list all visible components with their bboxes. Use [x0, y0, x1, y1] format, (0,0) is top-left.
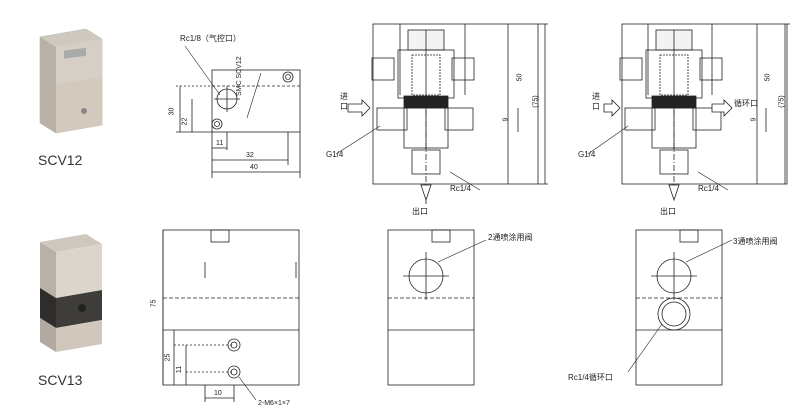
dim-11: 11	[216, 140, 224, 147]
rc14-circ-label: Rc1/4循环口	[568, 373, 613, 382]
g14-label-2way: G1/4	[326, 150, 344, 159]
circ-port-label: 循环口	[734, 99, 758, 108]
dim-25: 25	[164, 353, 172, 362]
inlet-label-3way: 进口	[592, 92, 600, 111]
dim-10: 10	[214, 390, 222, 397]
valve-2way-label: 2通喷涂用阀	[488, 233, 533, 242]
outlet-label-2way: 出口	[412, 207, 428, 216]
dim-50-3way: 50	[764, 73, 772, 82]
port-3way-circ	[657, 297, 691, 331]
front-view-3way	[627, 229, 733, 386]
nameplate-text: SMC SCV12	[236, 56, 243, 96]
g14-label-3way: G1/4	[578, 150, 596, 159]
section-view-3way	[587, 23, 790, 202]
dim-9-3way: 9	[750, 117, 758, 122]
scv12-photo	[34, 25, 106, 135]
section-view-2way	[335, 23, 548, 204]
m6-label: 2-M6×1×7	[258, 400, 290, 407]
dim-40: 40	[250, 164, 258, 171]
dim-30: 30	[168, 107, 176, 116]
dim-50-2way: 50	[516, 73, 524, 82]
dim-22: 22	[181, 117, 189, 126]
dim-75p-2way: (75)	[532, 95, 540, 108]
top-view-scv12	[176, 45, 301, 178]
front-view-2way	[387, 229, 487, 386]
scv13-model-label: SCV13	[38, 372, 83, 388]
dim-32: 32	[246, 152, 254, 159]
dim-9-2way: 9	[502, 117, 510, 122]
inlet-label-2way: 进口	[340, 92, 348, 111]
dim-75p-3way: (75)	[778, 95, 786, 108]
scv13-photo	[34, 232, 106, 354]
outlet-label-3way: 出口	[660, 207, 676, 216]
front-view-scv13	[162, 229, 300, 402]
valve-3way-label: 3通喷涂用阀	[733, 237, 778, 246]
dim-75: 75	[150, 299, 158, 308]
dim-11-scv13: 11	[176, 365, 184, 374]
label-rc18-pilot: Rc1/8（气控口）	[180, 34, 241, 43]
rc14-label-3way: Rc1/4	[698, 184, 719, 193]
rc14-label-2way: Rc1/4	[450, 184, 471, 193]
scv12-model-label: SCV12	[38, 152, 83, 168]
